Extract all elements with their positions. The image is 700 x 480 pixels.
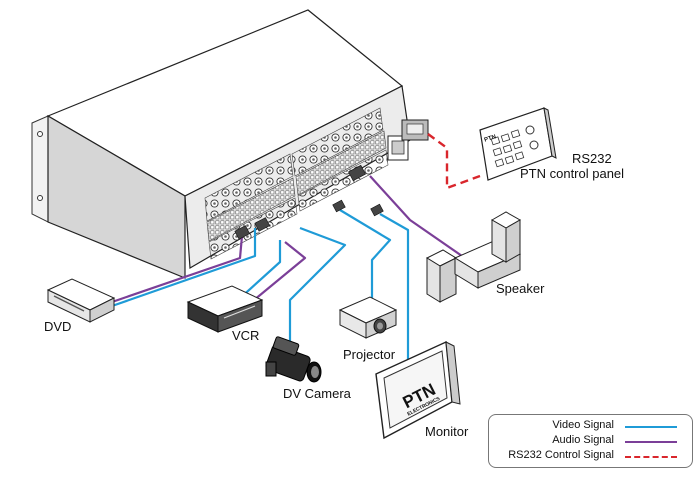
legend-rs232-line [625,456,677,458]
rs232-cable [427,133,481,190]
projector [338,296,398,339]
monitor-label: Monitor [425,424,469,439]
vcr-label: VCR [232,328,260,343]
control-panel-label-line1: RS232 [572,151,612,166]
legend-rs232-label: RS232 Control Signal [508,449,614,461]
cable-plugs [234,164,384,240]
video-cable-monitor [379,213,410,362]
legend-audio-line [625,441,677,443]
video-cable-camera [288,226,347,345]
monitor: PTN ELECTRONICS [375,340,461,440]
audio-cable-vcr [241,241,307,311]
video-cable-dvd [111,228,257,308]
matrix-switcher [31,9,429,279]
control-panel-label-line2: PTN control panel [520,166,625,181]
video-cables [111,209,410,362]
legend-video-label: Video Signal [552,419,614,431]
audio-cable-speaker [369,175,463,257]
legend-audio-label: Audio Signal [552,434,614,446]
audio-cables [111,175,463,311]
vcr [186,285,264,333]
audio-cable-dvd [111,235,244,304]
signal-legend: Video Signal Audio Signal RS232 Control … [488,414,693,468]
ptn-control-panel: PTN [479,107,557,181]
video-cable-projector [339,209,392,298]
legend-video-line [625,426,677,428]
dv-camera [265,336,322,383]
dvd-player [46,278,116,323]
speaker-system [425,211,522,303]
panel-brand: PTN [484,134,497,143]
projector-label: Projector [343,347,396,362]
speaker-label: Speaker [496,281,545,296]
dv-camera-label: DV Camera [283,386,351,401]
dvd-label: DVD [44,319,72,334]
video-cable-vcr [237,240,282,301]
